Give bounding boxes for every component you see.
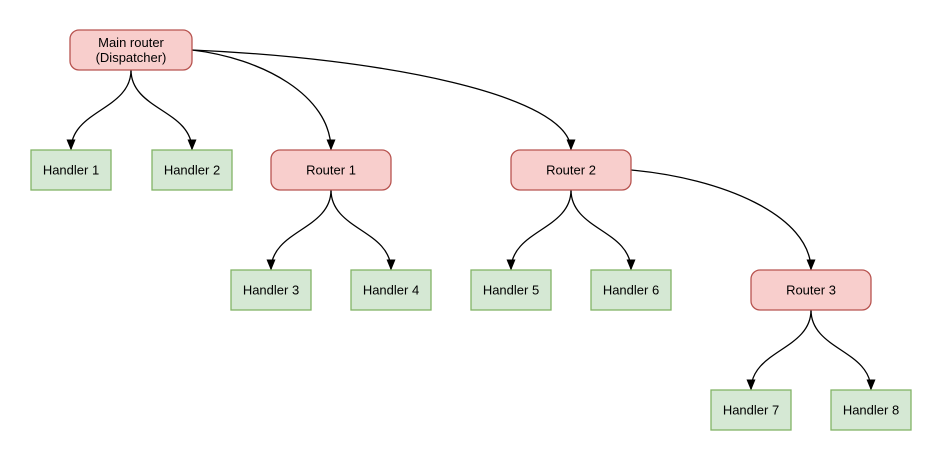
edge-main-to-h2 [130, 69, 197, 151]
router-box [270, 149, 392, 191]
router-box [750, 269, 872, 311]
edges-layer [66, 49, 876, 391]
edge-r1-to-h4 [330, 189, 396, 271]
handler-box [470, 269, 552, 311]
node-label-line: Handler 6 [603, 283, 659, 298]
node-label: Router 3 [786, 283, 836, 298]
node-label: Handler 4 [363, 283, 419, 298]
node-label: Handler 6 [603, 283, 659, 298]
handler-box [590, 269, 672, 311]
node-h4: Handler 4 [350, 269, 432, 311]
node-label: Handler 7 [723, 403, 779, 418]
node-h2: Handler 2 [151, 149, 233, 191]
handler-box [350, 269, 432, 311]
node-label-line: Router 1 [306, 163, 356, 178]
node-h5: Handler 5 [470, 269, 552, 311]
handler-box [710, 389, 792, 431]
node-label: Handler 1 [43, 163, 99, 178]
node-label-line: Handler 2 [164, 163, 220, 178]
node-h7: Handler 7 [710, 389, 792, 431]
edge-main-to-r1 [191, 49, 336, 151]
edge-main-to-r2 [191, 49, 576, 151]
edge-r3-to-h7 [746, 309, 812, 391]
node-h8: Handler 8 [830, 389, 912, 431]
edge-r2-to-h6 [570, 189, 636, 271]
edge-main-to-h1 [66, 69, 132, 151]
node-label-line: Handler 7 [723, 403, 779, 418]
node-h1: Handler 1 [30, 149, 112, 191]
node-label-line: Router 2 [546, 163, 596, 178]
node-r1: Router 1 [270, 149, 392, 191]
node-label: Handler 3 [243, 283, 299, 298]
node-r3: Router 3 [750, 269, 872, 311]
node-label: Main router(Dispatcher) [96, 35, 167, 65]
node-label-line: Handler 5 [483, 283, 539, 298]
node-main: Main router(Dispatcher) [69, 29, 193, 71]
node-label: Handler 2 [164, 163, 220, 178]
node-r2: Router 2 [510, 149, 632, 191]
node-h6: Handler 6 [590, 269, 672, 311]
node-label-line: Handler 3 [243, 283, 299, 298]
edge-r1-to-h3 [266, 189, 332, 271]
node-label-line: (Dispatcher) [96, 50, 167, 65]
node-label-line: Router 3 [786, 283, 836, 298]
node-label-line: Handler 4 [363, 283, 419, 298]
router-box [69, 29, 193, 71]
edge-r2-to-r3 [630, 169, 816, 271]
node-h3: Handler 3 [230, 269, 312, 311]
handler-box [151, 149, 233, 191]
node-label-line: Handler 8 [843, 403, 899, 418]
handler-box [230, 269, 312, 311]
node-label-line: Handler 1 [43, 163, 99, 178]
node-label: Router 1 [306, 163, 356, 178]
router-box [510, 149, 632, 191]
node-label: Handler 8 [843, 403, 899, 418]
node-label: Handler 5 [483, 283, 539, 298]
edge-r2-to-h5 [506, 189, 572, 271]
handler-box [30, 149, 112, 191]
nodes-layer: Main router(Dispatcher) Handler 1 Handler … [30, 29, 912, 431]
edge-r3-to-h8 [810, 309, 876, 391]
handler-box [830, 389, 912, 431]
node-label-line: Main router [98, 35, 164, 50]
node-label: Router 2 [546, 163, 596, 178]
